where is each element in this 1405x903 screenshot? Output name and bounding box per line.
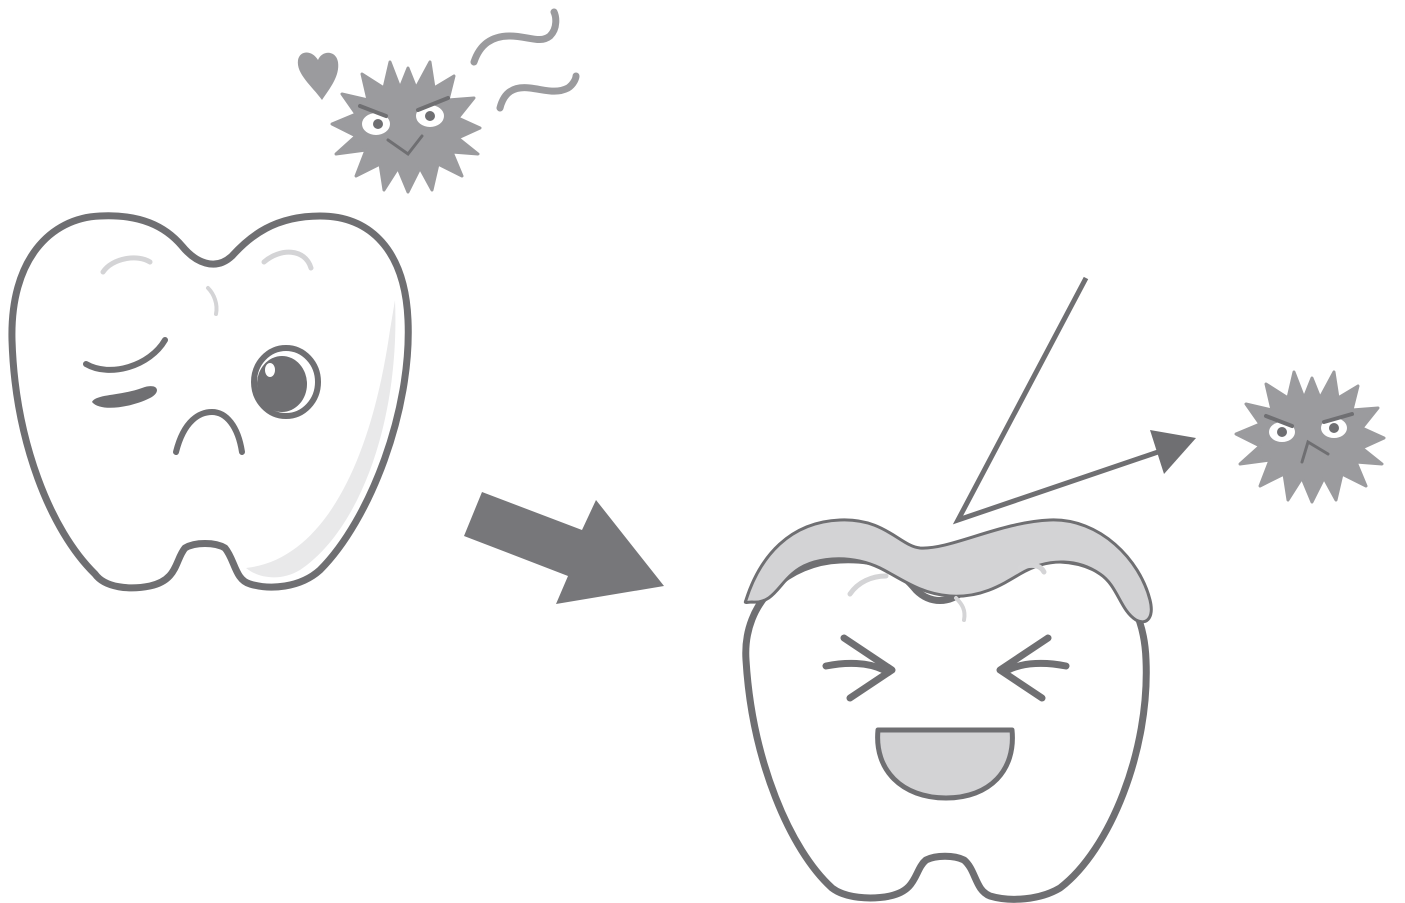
germ-icon [332, 62, 480, 192]
tooth-highlight-center [208, 288, 217, 314]
deflect-arrow-icon [958, 278, 1196, 520]
tooth-icon [12, 216, 408, 588]
cheek-mark [92, 386, 157, 408]
tooth-shade [246, 300, 395, 577]
worried-tooth [12, 216, 408, 588]
open-eye-icon [254, 348, 318, 416]
germ-icon [1236, 372, 1384, 502]
right-arrow-icon [464, 492, 664, 604]
heart-icon [298, 53, 338, 101]
squiggle-icon-2 [500, 76, 576, 108]
squiggle-icon [474, 12, 556, 62]
tooth-highlight-right [264, 252, 311, 268]
closed-eye-icon [86, 340, 165, 370]
happy-coated-tooth [745, 520, 1151, 899]
germ-top [332, 62, 480, 192]
germ-right [1236, 372, 1384, 502]
frown-mouth-icon [176, 412, 242, 452]
tooth-highlight-left [103, 258, 150, 272]
